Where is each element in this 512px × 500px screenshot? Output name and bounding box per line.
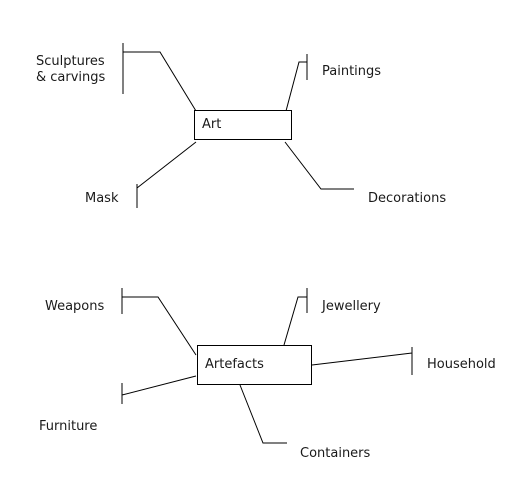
connector-jewellery (283, 288, 308, 346)
artefacts-node: Artefacts (197, 345, 312, 385)
label-paintings: Paintings (322, 64, 382, 79)
art-connectors (122, 43, 354, 208)
label-furniture: Furniture (39, 419, 98, 434)
label-containers: Containers (300, 446, 371, 461)
connector-furniture (121, 375, 197, 404)
artefacts-connectors (121, 288, 413, 444)
connector-containers (239, 384, 287, 444)
label-decorations: Decorations (368, 191, 447, 206)
connector-sculptures (122, 43, 197, 112)
label-sculptures-carvings: Sculptures & carvings (36, 54, 106, 85)
label-mask: Mask (85, 191, 119, 206)
label-jewellery: Jewellery (322, 299, 381, 314)
label-household: Household (427, 357, 496, 372)
connector-paintings (285, 54, 308, 112)
connector-decorations (284, 141, 354, 190)
connector-household (311, 347, 413, 375)
label-weapons: Weapons (45, 299, 105, 314)
art-node-label: Art (202, 117, 222, 132)
connector-mask (136, 141, 197, 208)
connector-weapons (121, 288, 197, 356)
artefacts-node-label: Artefacts (205, 357, 264, 372)
art-node: Art (194, 110, 292, 140)
